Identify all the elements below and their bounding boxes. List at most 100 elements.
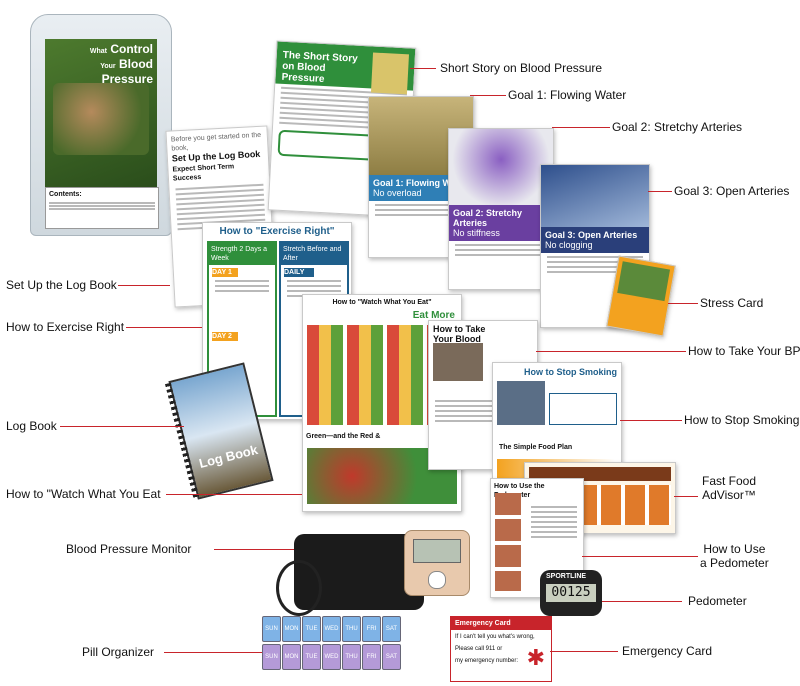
bp-monitor-unit [404,530,470,596]
bag-contents-card: Contents: [45,187,159,229]
label-exercise: How to Exercise Right [6,320,125,334]
emergency-card-title: Emergency Card [451,617,551,630]
pill-compartment-fri-pm: FRI [362,644,381,670]
label-line-fast-food [674,496,698,497]
label-fast-food-line1: Fast Food [702,474,757,488]
exercise-daily: DAILY [284,268,314,277]
pill-compartment-tue-pm: TUE [302,644,321,670]
label-goal1: Goal 1: Flowing Water [508,88,627,102]
label-goal2: Goal 2: Stretchy Arteries [612,120,743,134]
bp-tube [276,560,322,616]
bag-title-control: Control [110,42,153,56]
label-line-pedometer-use [582,556,698,557]
label-line-smoking [620,420,682,421]
label-line-bp-monitor [214,549,294,550]
label-line-pill [164,652,262,653]
bag-contents-title: Contents: [49,191,82,198]
goal2-page: Goal 2: Stretchy Arteries No stiffness [448,128,554,290]
label-stop-smoking: How to Stop Smoking [684,413,800,427]
pill-compartment-sat-pm: SAT [382,644,401,670]
label-fast-food: Fast Food AdVisor™ [702,474,756,502]
label-line-watch [166,494,302,495]
label-line-short-story [410,68,436,69]
label-short-story: Short Story on Blood Pressure [440,61,603,75]
goal1-sub: No overload [373,188,422,198]
emergency-line2: Please call 911 or [455,646,503,652]
log-book-spiral [165,382,200,499]
pill-compartment-fri-am: FRI [362,616,381,642]
pedometer-guide-page: How to Use the Pedometer [490,478,584,598]
pill-compartment-mon-am: MON [282,616,301,642]
label-line-stress [668,303,698,304]
pedometer-display: 00125 [546,584,596,602]
goal2-sub: No stiffness [453,228,500,238]
label-take-bp: How to Take Your BP [688,344,800,358]
exercise-day1: DAY 1 [212,268,238,277]
log-book-title: Log Book [197,441,260,472]
bag-title-your: Your [100,63,116,70]
goal2-banner: Goal 2: Stretchy Arteries No stiffness [449,205,553,241]
pill-compartment-sat-am: SAT [382,616,401,642]
bag-title-pressure: Pressure [101,72,153,86]
bp-monitor-button [428,571,446,589]
exercise-col1: Strength 2 Days a Week [209,243,275,265]
goal3-title: Goal 3: Open Arteries [545,230,638,240]
goal1-title: Goal 1: Flowing Water [373,178,468,188]
pill-compartment-wed-pm: WED [322,644,341,670]
watch-green-red: Green—and the Red & [306,433,381,440]
label-line-goal3 [648,191,672,192]
label-goal3: Goal 3: Open Arteries [674,184,790,198]
bag-cover: What Control Your Blood Pressure [45,39,157,189]
pill-compartment-wed-am: WED [322,616,341,642]
take-bp-photo [433,343,483,381]
pill-compartment-mon-pm: MON [282,644,301,670]
goal3-photo [541,165,649,227]
label-stress: Stress Card [700,296,764,310]
label-pedometer-use: How to Use a Pedometer [700,542,769,570]
label-line-emergency [550,651,618,652]
emergency-line3: my emergency number: [455,658,519,664]
label-bp-monitor: Blood Pressure Monitor [66,542,192,556]
pedometer-device: SPORTLINE 00125 [540,570,602,616]
bag-photo [53,83,149,155]
medical-star-icon: ✱ [526,645,545,670]
label-line-take-bp [536,351,686,352]
label-log-book: Log Book [6,419,57,433]
smoking-photo [497,381,545,425]
label-line-log-book [60,426,184,427]
goal3-sub: No clogging [545,240,593,250]
bag-title-blood: Blood [119,57,153,71]
label-line-log-setup [118,285,170,286]
label-fast-food-line2: AdVisor™ [702,488,756,502]
label-log-setup: Set Up the Log Book [6,278,117,292]
label-line-goal1 [470,95,506,96]
kit-bag: What Control Your Blood Pressure Content… [30,14,172,236]
short-story-photo [370,52,409,95]
pill-compartment-sun-am: SUN [262,616,281,642]
label-pedometer-use-line1: How to Use [703,542,766,556]
label-pill: Pill Organizer [82,645,155,659]
label-line-exercise [126,327,202,328]
bag-title-what: What [89,48,107,55]
goal2-photo [449,129,553,205]
emergency-card: Emergency Card If I can't tell you what'… [450,616,552,682]
exercise-title: How to "Exercise Right" [219,226,335,237]
smoking-food-plan: The Simple Food Plan [499,444,573,451]
pill-compartment-thu-pm: THU [342,644,361,670]
goal3-banner: Goal 3: Open Arteries No clogging [541,227,649,253]
emergency-line1: If I can't tell you what's wrong, [455,634,535,640]
exercise-col2: Stretch Before and After [281,243,347,265]
label-pedometer: Pedometer [688,594,747,608]
label-watch: How to "Watch What You Eat [6,487,161,501]
watch-eat-more: Eat More [412,310,455,321]
exercise-day2: DAY 2 [212,332,238,341]
pedometer-brand: SPORTLINE [546,573,587,580]
pill-compartment-tue-am: TUE [302,616,321,642]
bp-monitor-screen [413,539,461,563]
stress-card [606,255,676,337]
label-pedometer-use-line2: a Pedometer [700,556,769,570]
goal2-title: Goal 2: Stretchy Arteries [453,208,523,228]
